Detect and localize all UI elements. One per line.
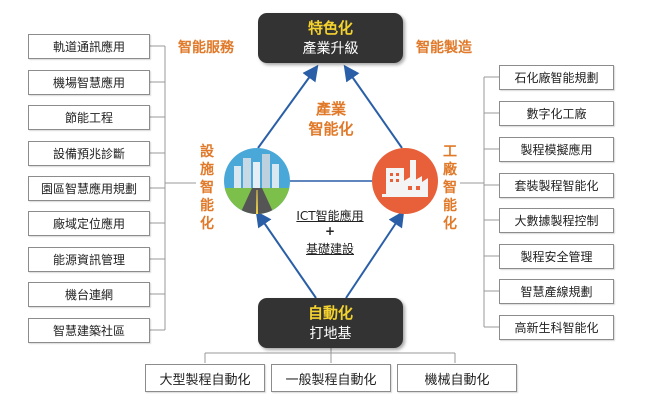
top-hub-subtitle: 產業升級: [302, 41, 359, 57]
ict-label-line2: 基礎建設: [305, 242, 354, 256]
factory-icon: [372, 148, 438, 214]
left-item-energy-saving: 節能工程: [28, 105, 150, 130]
left-item-positioning: 廠域定位應用: [28, 211, 150, 236]
industry-label-line1: 產業: [315, 100, 346, 118]
left-item-rail-communication: 軌道通訊應用: [28, 34, 150, 59]
city-road-icon: [224, 148, 290, 214]
smart-service-label: 智能服務: [178, 40, 234, 56]
bottom-hub-subtitle: 打地基: [309, 326, 352, 342]
right-item-petrochem: 石化廠智能規劃: [499, 65, 614, 90]
left-item-smart-building: 智慧建築社區: [28, 318, 150, 343]
industry-label-line2: 智能化: [308, 120, 354, 138]
right-item-process-safety: 製程安全管理: [499, 244, 614, 269]
bottom-hub-title: 自動化: [307, 304, 353, 322]
bottom-item-mechanical: 機械自動化: [397, 364, 517, 392]
right-item-digital-factory: 數字化工廠: [499, 101, 614, 126]
right-item-big-data: 大數據製程控制: [499, 208, 614, 233]
left-item-park-planning: 園區智慧應用規劃: [28, 176, 150, 201]
left-item-predictive-diagnosis: 設備預兆診斷: [28, 141, 150, 166]
right-item-packaged-process: 套裝製程智能化: [499, 173, 614, 198]
ict-label-line1: ICT智能應用: [296, 209, 364, 223]
bottom-item-large-process: 大型製程自動化: [145, 364, 265, 392]
left-item-energy-info: 能源資訊管理: [28, 247, 150, 272]
ict-plus: +: [324, 224, 336, 238]
right-item-production-line: 智慧產線規劃: [499, 279, 614, 304]
smart-manufacturing-label: 智能製造: [416, 40, 472, 56]
facility-intelligence-label: 設施智能化: [200, 144, 214, 232]
top-hub-title: 特色化: [307, 19, 353, 37]
left-item-airport: 機場智慧應用: [28, 70, 150, 95]
left-item-machine-network: 機台連網: [28, 282, 150, 307]
right-item-biotech: 高新生科智能化: [499, 315, 614, 340]
top-hub: 特色化 產業升級: [258, 13, 403, 63]
factory-intelligence-label: 工廠智能化: [443, 144, 457, 232]
bottom-item-general-process: 一般製程自動化: [271, 364, 391, 392]
bottom-hub: 自動化 打地基: [258, 298, 403, 348]
right-item-process-simulation: 製程模擬應用: [499, 137, 614, 162]
